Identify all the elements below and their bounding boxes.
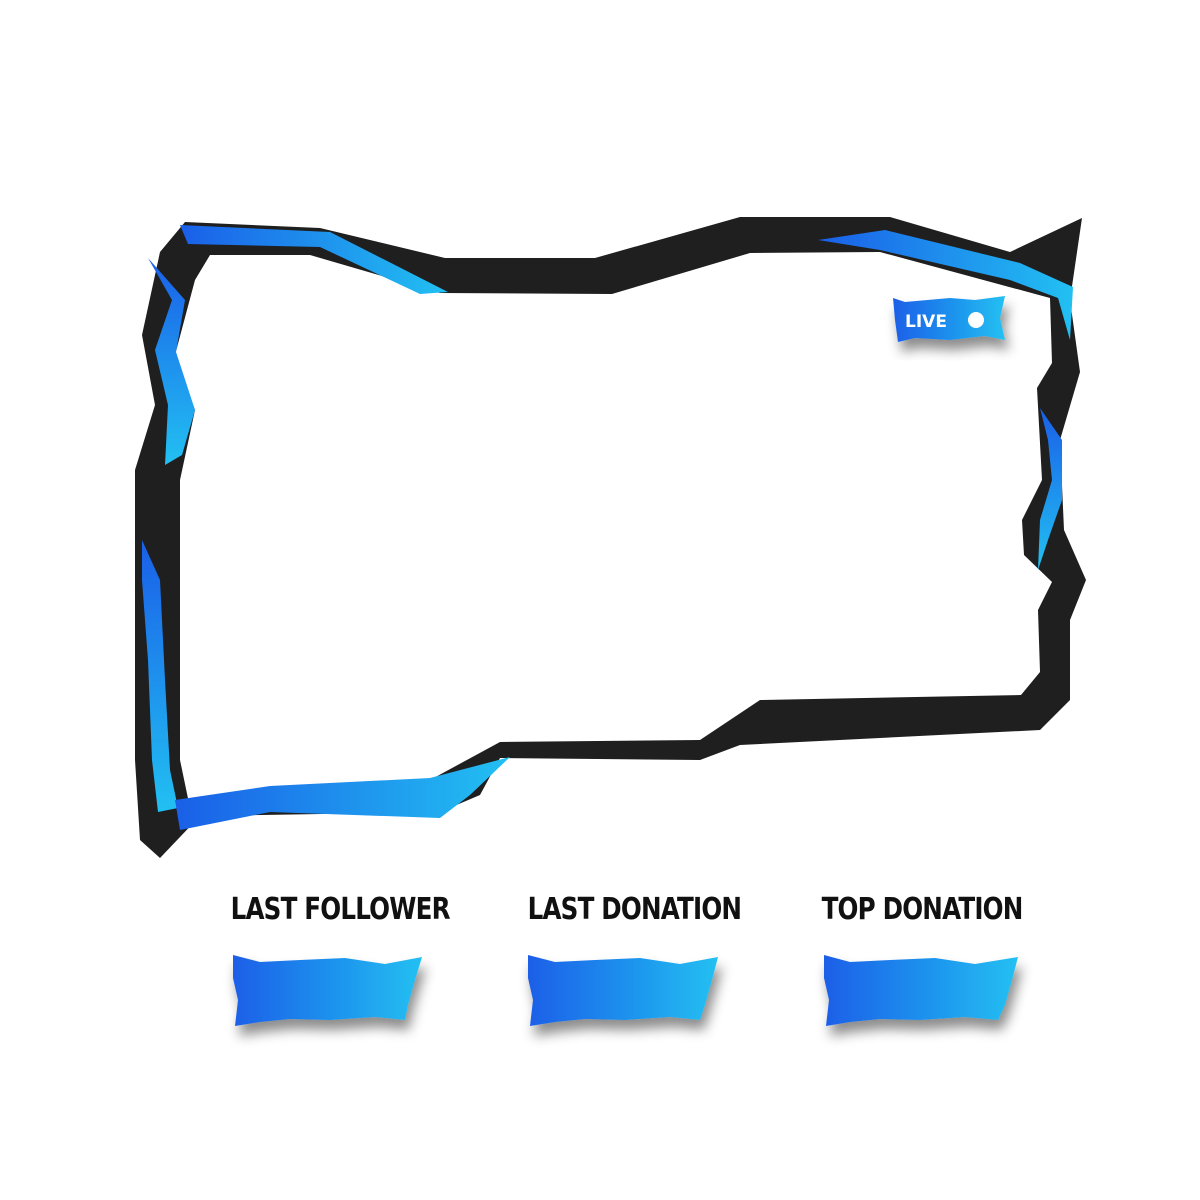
live-badge-label: LIVE xyxy=(905,312,947,332)
panel-last-follower xyxy=(233,955,422,1026)
frame-accent-left-lower xyxy=(142,540,178,812)
panel-last-follower-bar xyxy=(233,955,422,1026)
live-badge: LIVE xyxy=(893,296,1005,342)
live-badge-background xyxy=(893,296,1005,342)
panel-last-donation-bar xyxy=(528,955,718,1026)
panel-label-last-follower: LAST FOLLOWER xyxy=(230,892,451,927)
frame-accent-right xyxy=(1038,408,1062,570)
frame-accent-top-right xyxy=(818,230,1073,340)
panel-label-top-donation: TOP DONATION xyxy=(821,892,1024,927)
panel-label-last-donation: LAST DONATION xyxy=(527,892,742,927)
frame-accent-bottom-left xyxy=(175,757,510,830)
panel-top-donation-bar xyxy=(824,955,1018,1026)
live-indicator-dot-icon xyxy=(968,312,984,328)
frame-accent-left-upper xyxy=(148,258,195,465)
webcam-frame xyxy=(135,217,1086,858)
frame-accent-top-left xyxy=(180,225,448,294)
panel-last-donation xyxy=(528,955,718,1026)
panel-top-donation xyxy=(824,955,1018,1026)
